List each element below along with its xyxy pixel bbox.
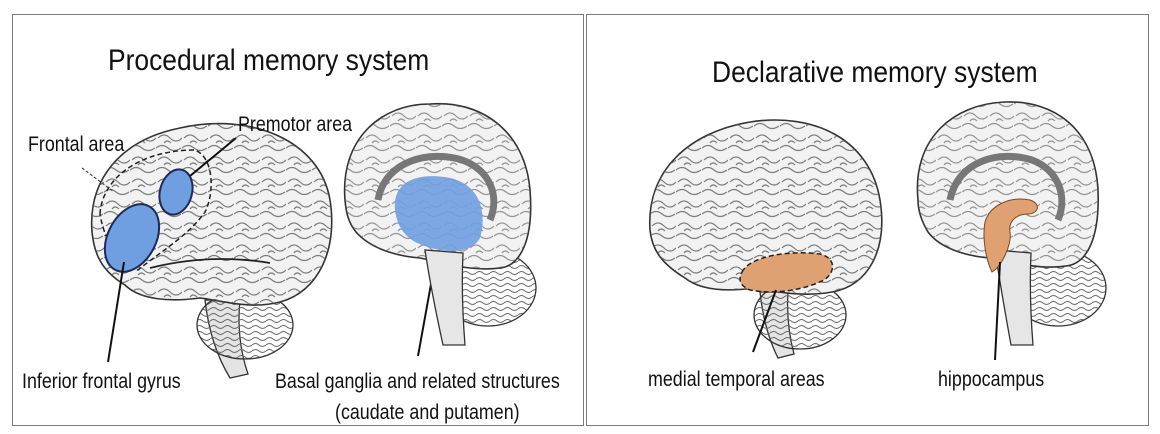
brain-stem bbox=[425, 250, 465, 345]
brain-medial-declarative bbox=[917, 102, 1106, 360]
brain-lateral-declarative bbox=[650, 120, 882, 358]
premotor-area-label: Premotor area bbox=[238, 113, 352, 137]
basal-ganglia-label: Basal ganglia and related structures bbox=[275, 370, 560, 394]
inferior-frontal-gyrus-label: Inferior frontal gyrus bbox=[22, 370, 181, 394]
brain-medial-procedural bbox=[345, 104, 536, 345]
basal-ganglia-sublabel: (caudate and putamen) bbox=[335, 401, 520, 425]
procedural-title: Procedural memory system bbox=[108, 44, 429, 78]
declarative-title: Declarative memory system bbox=[712, 56, 1038, 90]
brain-lateral-procedural bbox=[92, 124, 332, 378]
frontal-area-label: Frontal area bbox=[28, 133, 124, 157]
hippocampus-label: hippocampus bbox=[938, 368, 1044, 392]
medial-temporal-areas-label: medial temporal areas bbox=[648, 368, 825, 392]
